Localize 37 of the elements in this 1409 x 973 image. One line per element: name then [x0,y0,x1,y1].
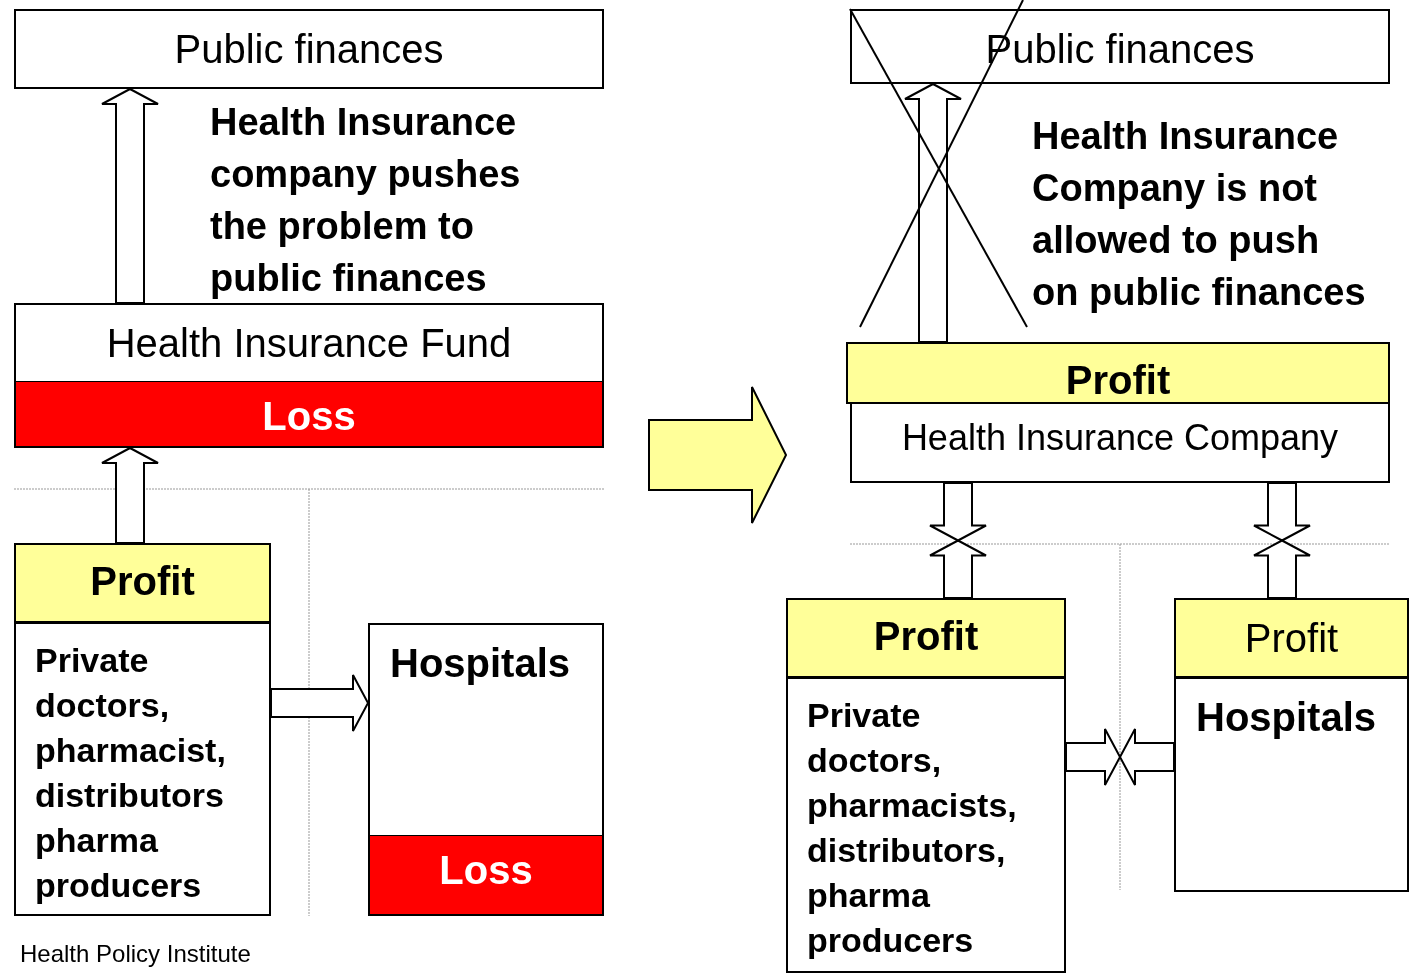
loss-label: Loss [438,850,534,890]
box-title: Hospitals [390,643,572,683]
title-box [850,9,1390,84]
text-box [368,623,604,837]
box-title: Health Insurance Company [900,420,1340,456]
block-arrow [904,82,962,343]
profit-band [14,543,271,623]
title-box [850,402,1390,483]
profit-label: Profit [1243,618,1340,658]
profit-band [786,598,1066,678]
block-arrow [270,674,370,732]
profit-label: Profit [872,616,980,656]
profit-label: Profit [1064,360,1172,400]
footer-text: Health Policy Institute [20,942,252,966]
text-box [14,622,271,916]
box-title: Health Insurance Fund [105,323,513,363]
caption-text: Health Insurance company pushes the problem to public finances [210,100,522,301]
title-box [14,303,604,383]
caption-text: Health Insurance Company is not allowed to push on public finances [1032,114,1367,315]
block-arrow [101,446,159,544]
title-box [14,9,604,89]
loss-band [14,382,604,448]
block-arrow [929,482,987,599]
block-arrow [1253,482,1311,599]
block-arrow [101,87,159,304]
loss-label: Loss [261,396,357,436]
text-box [1174,677,1409,892]
box-title: Public finances [173,29,445,69]
box-text: Private doctors, pharmacists, distributors, pharma producers [807,695,1018,961]
loss-band [368,836,604,916]
profit-band [846,342,1390,404]
block-arrow [1065,728,1175,786]
box-text: Private doctors, pharmacist, distributors pharma producers [35,640,227,906]
text-box [786,677,1066,973]
profit-label: Profit [89,561,196,601]
box-title: Hospitals [1196,697,1378,737]
profit-band [1174,598,1409,678]
